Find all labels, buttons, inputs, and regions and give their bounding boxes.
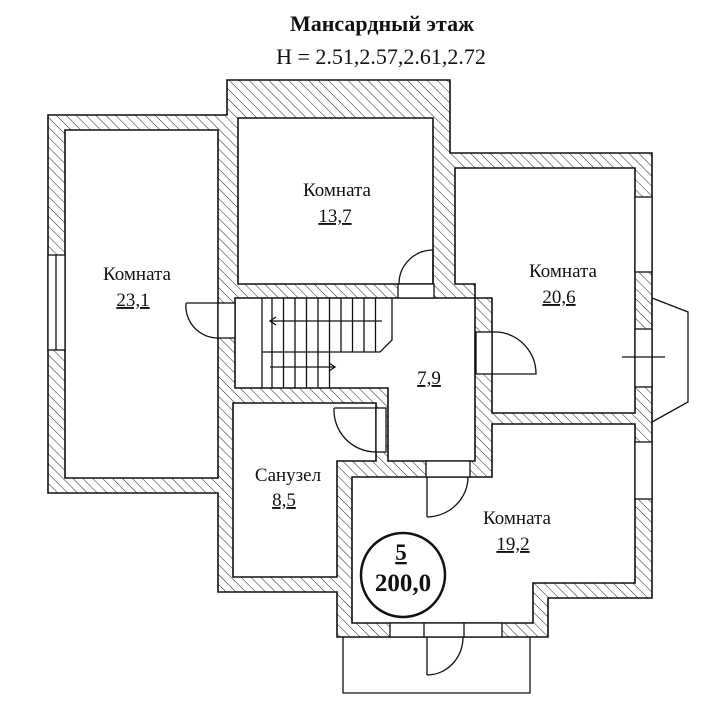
- floor-area-badge: 5 200,0: [359, 531, 447, 619]
- door-room-23-1[interactable]: [185, 302, 236, 339]
- room-area: 7,9: [417, 368, 441, 389]
- door-balcony[interactable]: [426, 636, 464, 676]
- door-room-13-7[interactable]: [397, 249, 435, 299]
- door-room-20-6[interactable]: [475, 331, 537, 375]
- room-area: 19,2: [496, 534, 529, 555]
- balcony-door-window: [389, 622, 503, 638]
- window-right-bay: [622, 297, 689, 423]
- plan-title: Мансардный этаж: [290, 11, 474, 36]
- room-name: Комната: [483, 508, 552, 529]
- door-bathroom[interactable]: [333, 407, 387, 453]
- room-name: Санузел: [255, 465, 322, 486]
- window-right-upper: [634, 196, 653, 273]
- window-left: [47, 254, 66, 351]
- window-room-19-2: [634, 441, 653, 500]
- bathroom-8-5: [232, 402, 377, 578]
- room-name: Комната: [529, 261, 598, 282]
- total-area: 200,0: [375, 570, 431, 597]
- staircase: [261, 298, 393, 388]
- room-name: Комната: [103, 264, 172, 285]
- room-area: 13,7: [318, 206, 351, 227]
- ceiling-heights: H = 2.51,2.57,2.61,2.72: [276, 44, 486, 69]
- room-23-1: [64, 129, 219, 479]
- floor-number: 5: [395, 540, 407, 565]
- room-13-7: [237, 117, 434, 285]
- room-area: 8,5: [272, 490, 296, 511]
- room-area: 20,6: [542, 287, 575, 308]
- room-name: Комната: [303, 180, 372, 201]
- room-area: 23,1: [116, 290, 149, 311]
- door-room-19-2[interactable]: [425, 460, 471, 518]
- balcony: [342, 637, 531, 694]
